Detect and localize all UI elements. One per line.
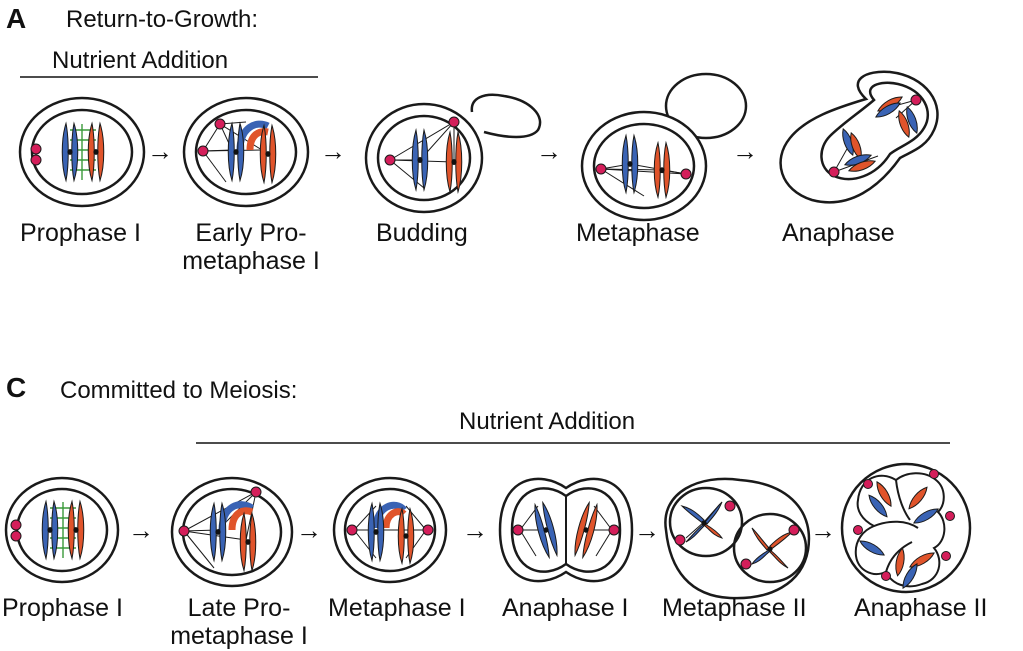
panel-a-arrow-4: → bbox=[732, 136, 758, 166]
panel-c-cell-late-prometaphase-i bbox=[170, 476, 294, 588]
panel-c-arrow-5: → bbox=[810, 515, 836, 545]
panel-a-stage-2-label-line2: metaphase I bbox=[182, 247, 320, 275]
panel-a-arrow-1: → bbox=[147, 136, 173, 166]
panel-a-stage-1-label: Prophase I bbox=[20, 219, 141, 247]
panel-a-condition: Nutrient Addition bbox=[52, 47, 229, 74]
panel-c-title: Committed to Meiosis: bbox=[60, 377, 298, 404]
panel-a-title: Return-to-Growth: bbox=[66, 6, 259, 33]
panel-c-arrow-4: → bbox=[634, 515, 660, 545]
panel-a-letter: A bbox=[6, 3, 27, 34]
panel-c-arrow-2: → bbox=[296, 515, 322, 545]
panel-a-stage-3-label: Budding bbox=[376, 219, 468, 247]
panel-a-cell-budding bbox=[364, 93, 542, 214]
panel-a-cell-early-prometaphase-i bbox=[182, 96, 310, 208]
panel-c-stage-5-label: Metaphase II bbox=[662, 594, 807, 622]
panel-c-cell-anaphase-i bbox=[498, 477, 634, 583]
panel-c-stage-3-label: Metaphase I bbox=[328, 594, 466, 622]
panel-c-cell-prophase-i bbox=[4, 476, 120, 584]
panel-a-arrow-2: → bbox=[320, 136, 346, 166]
panel-c-stage-2-label: Late Pro- bbox=[187, 594, 291, 622]
panel-c-arrow-1: → bbox=[128, 515, 154, 545]
panel-c-cell-anaphase-ii bbox=[840, 462, 972, 594]
panel-a-cell-metaphase bbox=[580, 72, 748, 222]
panel-c-stage-6-label: Anaphase II bbox=[854, 594, 988, 622]
panel-c-stage-2-label-line2: metaphase I bbox=[170, 622, 308, 650]
panel-a-stage-4-label: Metaphase bbox=[576, 219, 700, 247]
panel-c-cell-metaphase-ii bbox=[664, 477, 811, 600]
panel-c-condition: Nutrient Addition bbox=[459, 408, 636, 435]
panel-c-stage-1-label: Prophase I bbox=[2, 594, 123, 622]
panel-c-cell-metaphase-i bbox=[332, 476, 448, 584]
panel-c-stage-4-label: Anaphase I bbox=[502, 594, 629, 622]
panel-a-cell-anaphase bbox=[779, 70, 939, 204]
panel-c-arrow-3: → bbox=[462, 515, 488, 545]
panel-a-cell-prophase-i bbox=[18, 96, 146, 208]
panel-a-stage-5-label: Anaphase bbox=[782, 219, 895, 247]
panel-a-stage-2-label: Early Pro- bbox=[195, 219, 307, 247]
panel-a-arrow-3: → bbox=[536, 136, 562, 166]
panel-c-letter: C bbox=[6, 372, 27, 403]
